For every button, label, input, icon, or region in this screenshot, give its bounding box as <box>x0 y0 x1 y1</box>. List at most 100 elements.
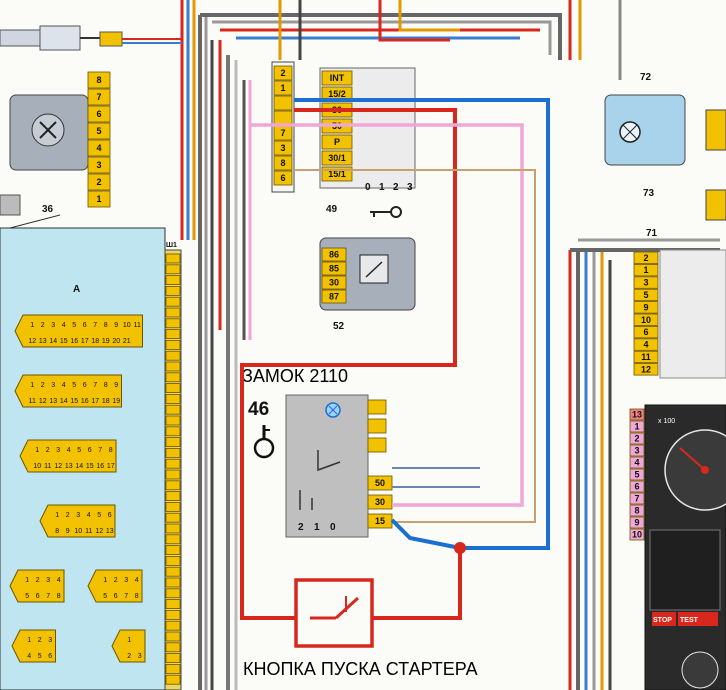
harness-pin <box>165 415 181 426</box>
block-a-pin-number: 19 <box>102 338 110 345</box>
sw46-blank-terminal <box>367 418 387 434</box>
cluster-pin: 5 <box>629 468 645 481</box>
block-a-pin-number: 3 <box>48 637 52 644</box>
block-a-pin-number: 2 <box>41 382 45 389</box>
harness-pin <box>165 523 181 534</box>
harness-pin <box>165 674 181 685</box>
harness-pin <box>165 545 181 555</box>
block71-pin-label: 5 <box>643 290 648 300</box>
block71-pin-box <box>633 301 659 314</box>
cluster-pin: 4 <box>629 456 645 469</box>
harness-pin <box>165 361 181 372</box>
cluster-pin-label: 5 <box>634 470 639 480</box>
cluster-pin: 6 <box>629 480 645 493</box>
harness-pin <box>165 501 181 512</box>
harness-pin <box>165 620 181 631</box>
left-block-pin: 3 <box>87 156 111 174</box>
block71-pin-label: 6 <box>643 327 648 337</box>
label-36: 36 <box>42 204 54 215</box>
harness-connector-column: Ш1 Ш2 Ш3 <box>164 242 182 690</box>
block-a-pin-number: 19 <box>112 398 120 405</box>
sw46-blank-terminal <box>367 399 387 415</box>
relay-terminal: 87 <box>321 289 347 304</box>
block71-pin-box <box>633 350 659 364</box>
sw46-terminal: 30 <box>367 494 393 510</box>
block-a-pin-number: 5 <box>77 447 81 454</box>
cluster-scale: x 100 <box>658 418 675 425</box>
key-icon <box>370 206 402 218</box>
block71-pin-label: 11 <box>641 352 651 362</box>
harness-pin <box>165 480 181 491</box>
block71-pin: 6 <box>633 325 659 339</box>
sw49-terminal: P <box>321 134 353 150</box>
block71-pin-label: 4 <box>643 340 648 350</box>
block-a-pin-number: 4 <box>62 382 66 389</box>
lock-title: ЗАМОК 2110 <box>242 366 348 386</box>
left-block-pin: 1 <box>87 190 111 208</box>
block71-pin: 1 <box>633 263 659 277</box>
block-a-pin-number: 3 <box>76 512 80 519</box>
harness-pin <box>165 437 181 448</box>
block-a-pin-number: 15 <box>86 463 94 470</box>
block-a-pin-number: 17 <box>107 463 115 470</box>
starter-button: КНОПКА ПУСКА СТАРТЕРА <box>243 578 478 679</box>
block-a-connector-shell <box>39 504 116 538</box>
block-a-pin-number: 2 <box>41 322 45 329</box>
cluster-pin-box <box>629 528 645 541</box>
block-a-pin-number: 13 <box>39 338 47 345</box>
harness-pin <box>165 534 181 545</box>
block71-pin-box <box>633 263 659 277</box>
block-a-pin-number: 1 <box>30 322 34 329</box>
harness-pin <box>165 566 181 577</box>
cluster-pin-label: 2 <box>634 434 639 444</box>
relay-terminal: 85 <box>321 261 347 276</box>
sw49-terminal-box <box>321 70 353 86</box>
block-a-pin-number: 2 <box>38 637 42 644</box>
block-a-pin-number: 2 <box>46 447 50 454</box>
block-a-pin-number: 20 <box>112 338 120 345</box>
cluster-pin-label: 10 <box>632 530 642 540</box>
block-a-pin-number: 2 <box>66 512 70 519</box>
block-a-pin-number: 10 <box>33 463 41 470</box>
harness-pin <box>165 393 181 404</box>
harness-pin <box>165 469 181 480</box>
block-a-pin-number: 10 <box>123 322 131 329</box>
block-a-pin-number: 1 <box>55 512 59 519</box>
block-a-pin-number: 2 <box>114 577 118 584</box>
left-block-pin-label: 5 <box>96 126 101 136</box>
block-a-pin-number: 6 <box>83 382 87 389</box>
block71-pin: 4 <box>633 338 659 351</box>
sw49-terminal-box <box>321 134 353 150</box>
block-a-pin-number: 5 <box>97 512 101 519</box>
harness-pin <box>165 577 181 588</box>
harness-pin <box>165 426 181 437</box>
left-block-pin-label: 2 <box>96 177 101 187</box>
sw49-connector-pin-label: 1 <box>280 83 285 93</box>
harness-pin <box>165 253 181 264</box>
block-a-pin-number: 2 <box>127 653 131 660</box>
block-a-pin-number: 7 <box>98 447 102 454</box>
block71-pin-box <box>633 288 659 302</box>
left-block-pin: 4 <box>87 139 111 157</box>
harness-pin <box>165 275 181 286</box>
relay-terminal: 86 <box>321 247 347 262</box>
harness-pin <box>165 339 181 350</box>
cluster-pin-box <box>629 456 645 469</box>
sw49-connector-pin: 1 <box>273 80 293 96</box>
label-72: 72 <box>640 72 652 83</box>
harness-pin <box>165 491 181 502</box>
left-block-pin: 6 <box>87 105 111 123</box>
sw46-terminal: 50 <box>367 475 393 491</box>
label-46: 46 <box>248 399 269 420</box>
harness-pin <box>165 653 181 663</box>
block-a-pin-number: 3 <box>46 577 50 584</box>
cluster-pin: 9 <box>629 516 645 529</box>
block-a-pin-number: 6 <box>83 322 87 329</box>
block-a-pin-number: 3 <box>51 322 55 329</box>
cluster-pin-box <box>629 432 645 445</box>
sw46-position: 1 <box>314 522 320 533</box>
block-a-pin-number: 16 <box>70 338 78 345</box>
